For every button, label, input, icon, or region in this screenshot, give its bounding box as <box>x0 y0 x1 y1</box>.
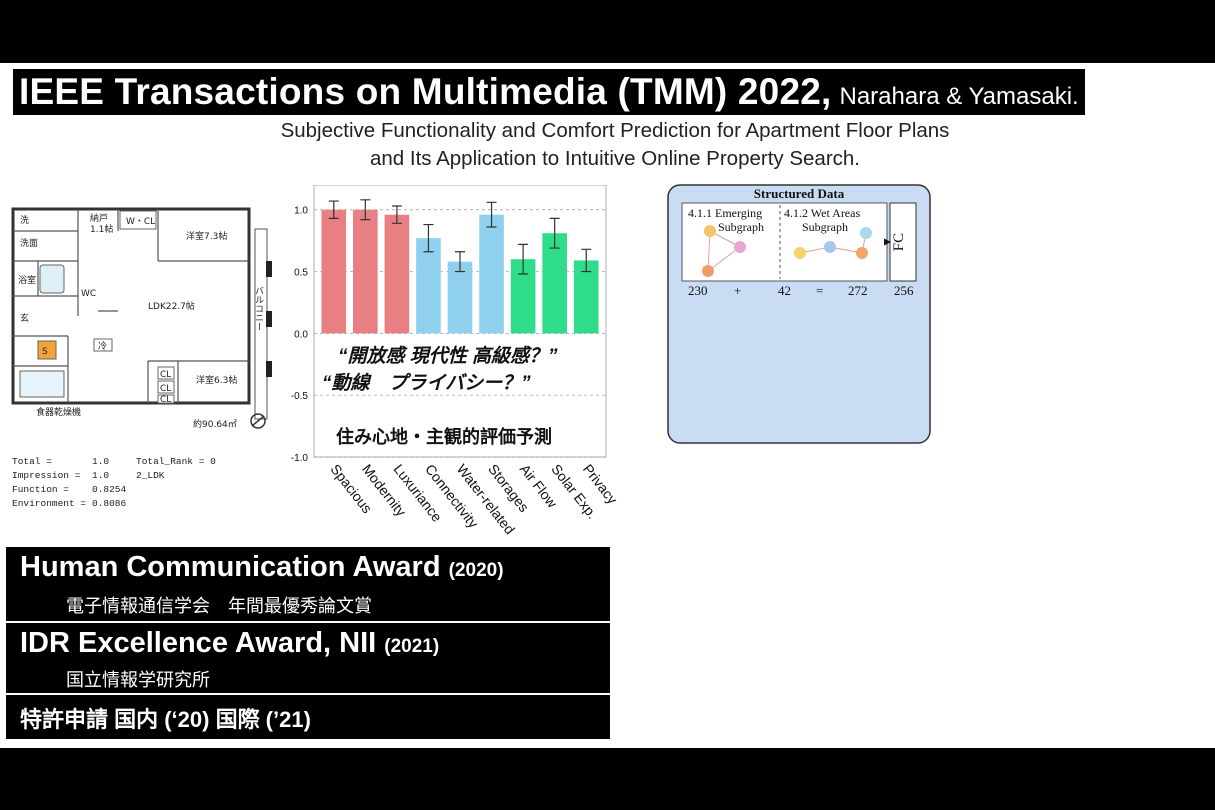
chart-annotation: 住み心地・主観的評価予測 <box>336 426 552 447</box>
chart-bar <box>542 233 567 334</box>
subgraph-box <box>681 202 888 282</box>
svg-text:=: = <box>816 283 823 298</box>
svg-text:272: 272 <box>848 283 868 298</box>
fp-area: 約90.64㎡ <box>193 418 237 430</box>
patent-box: 特許申請 国内 (‘20) 国際 (’21) <box>6 695 610 739</box>
chart-bar <box>321 209 347 334</box>
emerging-label: Subgraph <box>718 220 764 234</box>
chart-bar <box>573 260 599 334</box>
chart-error-bar <box>581 248 592 273</box>
svg-text:230: 230 <box>688 283 708 298</box>
chart-annotation: “開放感 現代性 高級感？” <box>338 345 558 367</box>
chart-error-bar <box>423 223 434 253</box>
chart-ytick-label: 0.5 <box>294 268 308 279</box>
fc-layer <box>889 202 917 282</box>
chart-error-bar <box>360 199 371 221</box>
paper-subtitle-line1: Subjective Functionality and Comfort Pre… <box>280 119 950 142</box>
fp-room-label: 納戸 <box>90 212 108 224</box>
wet-label: 4.1.2 Wet Areas <box>784 206 860 220</box>
score-value: 0.8254 <box>92 484 127 495</box>
chart-ytick-label: 0.0 <box>294 329 308 340</box>
score-layout: 2_LDK <box>136 470 165 481</box>
chart-error-bar <box>486 201 497 228</box>
floor-plan-image: 洗 洗面 納戸 1.1帖 W・CL 洋室7.3帖 浴室 WC LDK22.7帖 … <box>8 201 280 436</box>
chart-error-bar <box>455 251 465 273</box>
award-box-hca: Human Communication Award (2020) 電子情報通信学… <box>6 547 610 621</box>
fp-room-label: W・CL <box>126 217 155 227</box>
svg-text:FC: FC <box>891 233 907 251</box>
chart-error-bar <box>328 200 339 219</box>
fp-room-label: 冷 <box>98 340 107 352</box>
fp-room-label: 洋室7.3帖 <box>186 230 227 242</box>
title-banner: IEEE Transactions on Multimedia (TMM) 20… <box>13 69 1085 115</box>
fp-room-label: 洗面 <box>20 237 38 249</box>
chart-bar <box>416 238 441 334</box>
award-box-idr: IDR Excellence Award, NII (2021) 国立情報学研究… <box>6 623 610 693</box>
chart-ytick-label: -0.5 <box>291 391 309 402</box>
score-rank: Total_Rank = 0 <box>136 456 216 467</box>
score-value: 1.0 <box>92 470 110 481</box>
emerging-label: 4.1.1 Emerging <box>688 206 762 220</box>
award-title: Human Communication Award (2020) <box>20 551 504 583</box>
award-title: IDR Excellence Award, NII (2021) <box>20 627 440 659</box>
fp-room-label: 洗 <box>20 214 29 226</box>
chart-ytick-label: -1.0 <box>291 453 309 464</box>
fp-room-label: WC <box>81 289 96 299</box>
svg-text:256: 256 <box>894 283 914 298</box>
criteria-bar-chart: 1.00.50.0-0.5-1.0 SpaciousModernityLuxur… <box>291 185 621 537</box>
chart-error-bar <box>549 217 560 249</box>
chart-bar <box>447 261 473 334</box>
svg-text:42: 42 <box>778 283 791 298</box>
award-subtitle: 国立情報学研究所 <box>66 670 210 690</box>
chart-annotation: “動線 プライバシー？” <box>322 372 531 394</box>
chart-ytick-label: 1.0 <box>294 206 308 217</box>
paper-authors: Narahara & Yamasaki. <box>839 83 1079 110</box>
fp-room-label: CL <box>160 384 171 394</box>
chart-error-bar <box>391 205 402 224</box>
fp-room-label: S <box>42 347 48 357</box>
chart-error-bar <box>518 243 529 275</box>
fp-balcony-label: バルコニー <box>253 286 264 331</box>
score-value: 1.0 <box>92 456 110 467</box>
score-label: Impression = <box>12 470 81 481</box>
wet-label: Subgraph <box>802 220 848 234</box>
fp-room-label: 食器乾燥機 <box>36 406 81 418</box>
chart-bar <box>384 214 410 334</box>
score-value: 0.8086 <box>92 498 127 509</box>
fp-room-label: CL <box>160 395 171 405</box>
score-label: Function = <box>12 484 70 495</box>
fp-room-label: 玄 <box>20 312 29 324</box>
fp-room-label: CL <box>160 370 171 380</box>
score-label: Total = <box>12 456 52 467</box>
architecture-diagram: Structured Data 4.1.1 Emerging Subgraph … <box>667 184 931 444</box>
chart-bar <box>353 209 378 334</box>
fp-room-label: 1.1帖 <box>90 223 113 235</box>
structured-data-title: Structured Data <box>754 186 845 201</box>
fp-room-label: LDK22.7帖 <box>148 300 195 312</box>
paper-subtitle-line2: and Its Application to Intuitive Online … <box>370 147 860 170</box>
award-subtitle: 電子情報通信学会 年間最優秀論文賞 <box>66 596 372 616</box>
compass-icon <box>250 413 266 429</box>
slide: IEEE Transactions on Multimedia (TMM) 20… <box>0 63 1215 748</box>
paper-venue-title: IEEE Transactions on Multimedia (TMM) 20… <box>19 71 832 112</box>
fp-room-label: 浴室 <box>18 274 36 286</box>
chart-bar <box>479 214 504 334</box>
patent-text: 特許申請 国内 (‘20) 国際 (’21) <box>20 707 311 732</box>
svg-text:+: + <box>734 283 741 298</box>
score-label: Environment = <box>12 498 87 509</box>
fp-room-label: 洋室6.3帖 <box>196 374 237 386</box>
